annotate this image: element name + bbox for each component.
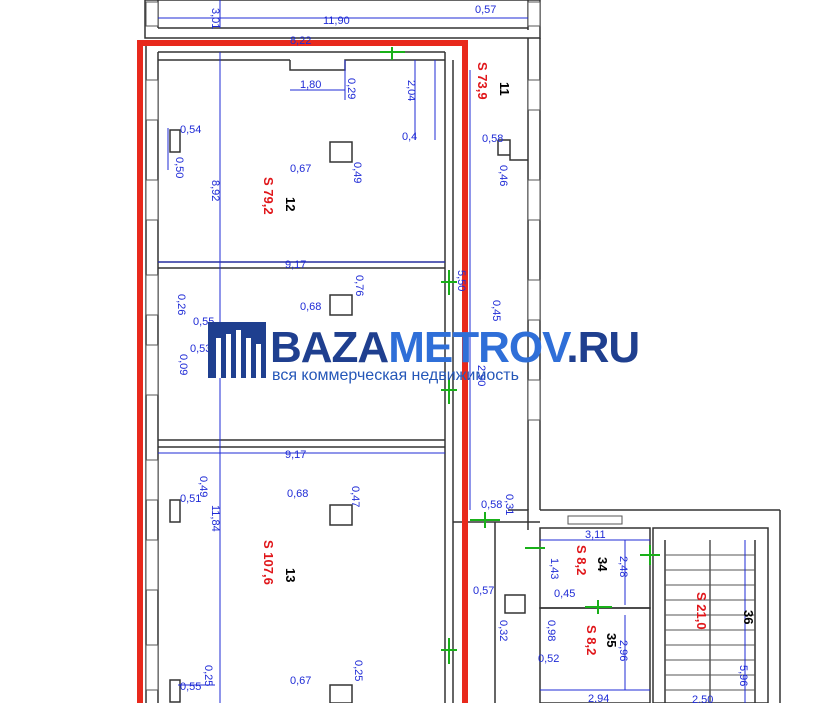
dim-067b: 0,67 [290,675,311,687]
dim-031: 0,31 [503,494,515,515]
dim-032: 0,32 [497,620,509,641]
dim-067a: 0,67 [290,163,311,175]
watermark-brand-part2: METROV [388,323,572,372]
dim-311: 3,11 [585,529,606,541]
dim-025b: 0,25 [352,660,364,681]
watermark-brand-part1: BAZA [270,323,388,372]
dim-068b: 0,68 [287,488,308,500]
dim-057: 0,57 [473,585,494,597]
dim-top-small: 0,57 [475,4,496,16]
dim-026: 0,26 [175,294,187,315]
room-area-13: S 107,6 [261,540,276,585]
room-labels: 11 S 73,9 12 S 79,2 13 S 107,6 34 S 8,2 … [261,62,756,655]
dim-054: 0,54 [180,124,201,136]
dim-058b: 0,58 [481,499,502,511]
room-area-11: S 73,9 [475,62,490,100]
dim-045b: 0,45 [554,588,575,600]
dim-055b: 0,55 [180,681,201,693]
highlight-outline [137,40,468,703]
watermark-brand: BAZAMETROV.RU [270,323,639,372]
room-number-35: 35 [604,633,619,647]
room-number-34: 34 [595,557,610,572]
dim-296: 2,96 [617,640,629,661]
room-number-12: 12 [283,197,298,211]
dim-053: 0,53 [190,343,211,355]
room-number-36: 36 [741,610,756,624]
dim-top-left: 3,01 [209,8,221,29]
watermark: BAZAMETROV.RU вся коммерческая недвижимо… [208,322,640,384]
dim-917b: 9,17 [285,449,306,461]
dim-052: 0,52 [538,653,559,665]
dim-top-partial: 8,22 [290,35,311,47]
dim-892: 8,92 [209,180,221,201]
room-area-34: S 8,2 [574,545,589,575]
dim-049: 0,49 [351,162,363,183]
dim-04: 0,4 [402,131,417,143]
watermark-brand-part3: .RU [566,323,639,372]
windows [145,1,623,691]
room-area-35: S 8,2 [584,625,599,655]
dim-550: 5,50 [455,270,467,291]
dim-1184: 11,84 [209,505,221,532]
dim-050: 0,50 [173,157,185,178]
dim-045a: 0,45 [490,300,502,321]
dim-025a: 0,25 [202,665,214,686]
dim-098: 0,98 [545,620,557,641]
dim-294: 2,94 [588,693,609,703]
room-area-12: S 79,2 [261,177,276,215]
dim-143: 1,43 [548,558,560,579]
dim-248: 2,48 [617,556,629,577]
dim-290: 2,90 [475,365,487,386]
dim-068a: 0,68 [300,301,321,313]
dim-076: 0,76 [353,275,365,296]
room-number-13: 13 [283,568,298,582]
dim-046: 0,46 [497,165,509,186]
dim-051: 0,51 [180,493,201,505]
dim-204: 2,04 [405,80,417,101]
dim-009: 0,09 [177,354,189,375]
dim-058a: 0,58 [482,133,503,145]
dim-029: 0,29 [345,78,357,99]
watermark-logo-icon [208,322,266,378]
room-area-36: S 21,0 [694,592,709,630]
dim-047: 0,47 [349,486,361,507]
stairs [665,540,755,703]
dim-596: 5,96 [737,665,749,686]
dim-917a: 9,17 [285,259,306,271]
dim-top-width: 11,90 [323,15,350,27]
dimension-labels: 11,90 0,57 3,01 8,22 1,80 0,29 2,04 0,4 … [173,4,749,703]
room-number-11: 11 [497,82,512,96]
watermark-tagline: вся коммерческая недвижимость [272,367,519,384]
dim-250: 2,50 [692,694,713,703]
dim-180: 1,80 [300,79,321,91]
dim-049b: 0,49 [197,476,209,497]
door-marks [380,47,660,664]
